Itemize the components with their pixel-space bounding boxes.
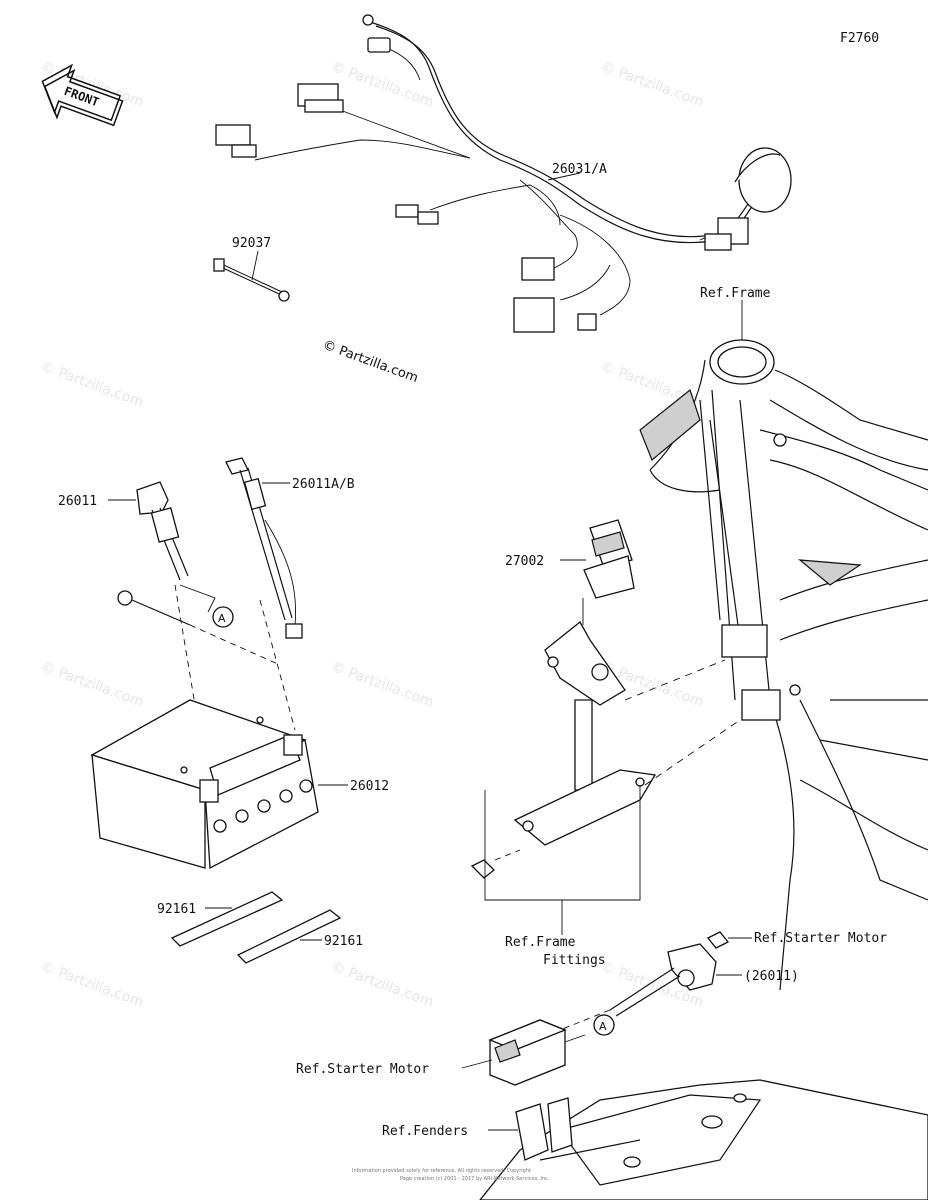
watermark: © Partzilla.com — [39, 359, 146, 411]
footer-line2: Page creation (c) 2001 - 2017 by ARI Net… — [400, 1176, 550, 1182]
frame-drawing — [639, 339, 928, 991]
label-ref-starter-motor: Ref.Starter Motor — [296, 1062, 429, 1077]
label-pad-right: 92161 — [324, 934, 363, 949]
cable-26011: A — [117, 481, 281, 766]
watermark: © Partzilla.com — [329, 659, 436, 711]
starter-cable-end: A — [559, 943, 717, 1036]
label-ref-frame-fittings-2: Fittings — [543, 953, 606, 968]
callout-a-2: A — [599, 1020, 607, 1033]
watermark: © Partzilla.com — [599, 59, 706, 111]
battery-26012 — [90, 699, 319, 870]
relay-27002 — [583, 519, 635, 599]
label-relay: 27002 — [505, 554, 544, 569]
copyright-text: © Partzilla.com — [321, 338, 420, 386]
fittings-bracket — [484, 785, 641, 935]
label-battery: 26012 — [350, 779, 389, 794]
footer-line1: Information provided solely for referenc… — [352, 1168, 531, 1174]
label-harness: 26031/A — [552, 162, 607, 177]
cable-26011ab — [225, 457, 303, 731]
label-ref-starter-motor-top: Ref.Starter Motor — [754, 931, 887, 946]
main-harness — [215, 14, 792, 333]
front-arrow-icon: FRONT — [41, 63, 124, 127]
label-cable-26011-paren: (26011) — [744, 969, 799, 984]
frame-bolt — [470, 859, 495, 879]
starter-bolt — [706, 931, 730, 949]
leader-line — [461, 1059, 493, 1069]
figure-code: F2760 — [840, 31, 879, 46]
watermark: © Partzilla.com — [39, 959, 146, 1011]
label-ref-frame-fittings-1: Ref.Frame — [505, 935, 576, 950]
pad-left — [170, 891, 284, 947]
watermark: © Partzilla.com — [39, 659, 146, 711]
label-ref-fenders: Ref.Fenders — [382, 1124, 468, 1139]
label-pad-left: 92161 — [157, 902, 196, 917]
pad-right — [236, 909, 342, 964]
label-cable-26011: 26011 — [58, 494, 97, 509]
label-bolt: 92037 — [232, 236, 271, 251]
callout-a: A — [218, 612, 226, 625]
starter-relay — [488, 1019, 586, 1086]
watermark: © Partzilla.com — [329, 59, 436, 111]
relay-bracket — [494, 598, 741, 861]
label-cable-26011ab: 26011A/B — [292, 477, 355, 492]
label-ref-frame: Ref.Frame — [700, 286, 771, 301]
watermark: © Partzilla.com — [329, 959, 436, 1011]
fenders-drawing — [479, 1079, 928, 1200]
leader-line — [547, 172, 581, 181]
bolt-92037 — [213, 250, 290, 302]
